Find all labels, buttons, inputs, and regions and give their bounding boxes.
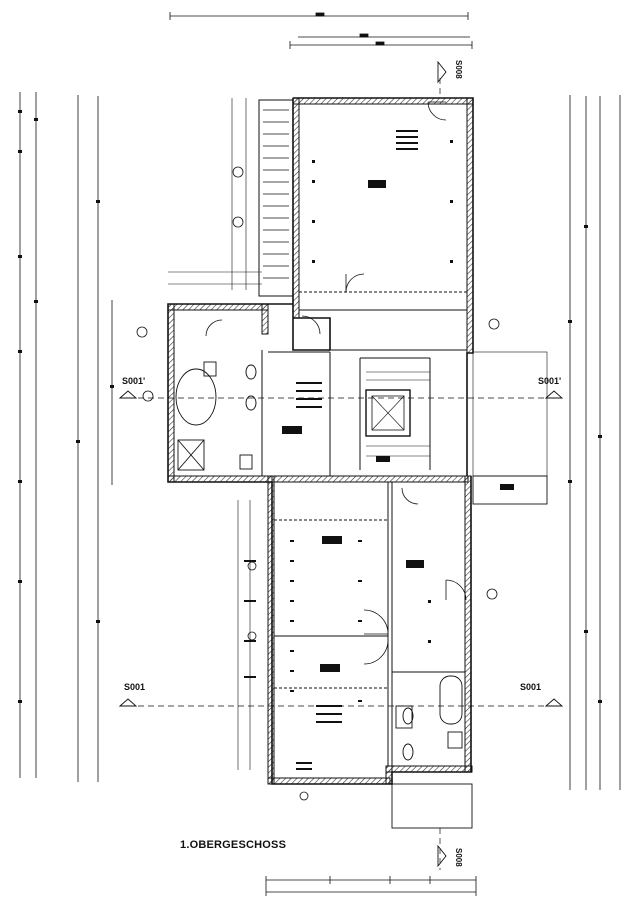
exterior-walls — [167, 97, 474, 785]
section-label-right-upper: S001' — [538, 376, 561, 386]
left-dimension-ticks — [18, 110, 114, 703]
bathroom-fixtures-right — [395, 675, 463, 761]
balcony-outlines — [391, 351, 548, 829]
stair-core — [365, 371, 430, 457]
section-markers — [118, 60, 564, 868]
right-dimension-ticks — [568, 225, 602, 703]
annotation-marks — [244, 130, 453, 770]
bathroom-fixtures-left — [175, 361, 257, 471]
stair-run-left — [263, 109, 289, 279]
detail-callouts — [136, 166, 500, 801]
floor-title: 1.OBERGESCHOSS — [180, 839, 286, 851]
section-cut-lines — [128, 78, 556, 870]
section-label-left-lower: S001 — [124, 682, 145, 692]
inner-dimension-strings — [168, 98, 262, 770]
room-tags — [282, 180, 514, 672]
left-dimension-lines — [19, 92, 113, 782]
interior-walls — [261, 291, 467, 766]
bottom-dimension-lines — [265, 876, 477, 896]
section-label-bottom: S008 — [454, 848, 463, 867]
top-dimension-lines — [169, 12, 473, 49]
right-dimension-lines — [569, 95, 621, 790]
section-label-left-upper: S001' — [122, 376, 145, 386]
section-label-right-lower: S001 — [520, 682, 541, 692]
building-outline — [167, 97, 474, 785]
section-label-top: S008 — [454, 60, 463, 79]
door-swings — [205, 101, 467, 665]
